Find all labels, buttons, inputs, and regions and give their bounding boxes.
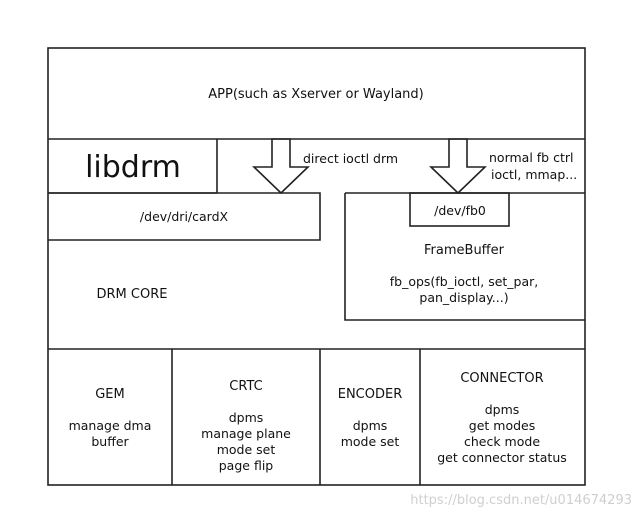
- crtc-title: CRTC: [229, 379, 262, 394]
- crtc-line: dpms: [229, 410, 264, 425]
- framebuffer-title: FrameBuffer: [424, 243, 505, 258]
- watermark: https://blog.csdn.net/u014674293: [410, 493, 632, 508]
- drm-arrow-label: direct ioctl drm: [303, 151, 398, 166]
- connector-line: get modes: [469, 418, 535, 433]
- cardx-box: [48, 192, 321, 241]
- encoder-line: dpms: [353, 418, 388, 433]
- cardx-label: /dev/dri/cardX: [140, 209, 229, 224]
- crtc-line: page flip: [219, 458, 274, 473]
- gem-line: buffer: [91, 434, 129, 449]
- connector-title: CONNECTOR: [460, 371, 543, 386]
- crtc-line: mode set: [217, 442, 276, 457]
- drm-ioctl-arrow: [252, 138, 310, 195]
- connector-line: check mode: [464, 434, 540, 449]
- app-label: APP(such as Xserver or Wayland): [208, 87, 424, 102]
- encoder-line: mode set: [341, 434, 400, 449]
- fb-ops-line: fb_ops(fb_ioctl, set_par,: [390, 274, 539, 289]
- fb0-label: /dev/fb0: [434, 203, 486, 218]
- drm-core-label: DRM CORE: [97, 287, 168, 302]
- encoder-title: ENCODER: [338, 387, 403, 402]
- fb-arrow-label-line2: ioctl, mmap...: [491, 167, 577, 182]
- gem-title: GEM: [95, 387, 125, 402]
- fb-ops-line: pan_display...): [419, 290, 508, 305]
- diagram-frame: [47, 47, 586, 486]
- fb-arrow-label-line1: normal fb ctrl: [489, 150, 573, 165]
- libdrm-label: libdrm: [85, 150, 181, 185]
- fb-ioctl-arrow: [429, 138, 487, 195]
- connector-line: get connector status: [437, 450, 567, 465]
- fb0-box: [409, 192, 510, 227]
- connector-line: dpms: [485, 402, 520, 417]
- gem-line: manage dma: [69, 418, 152, 433]
- crtc-line: manage plane: [201, 426, 291, 441]
